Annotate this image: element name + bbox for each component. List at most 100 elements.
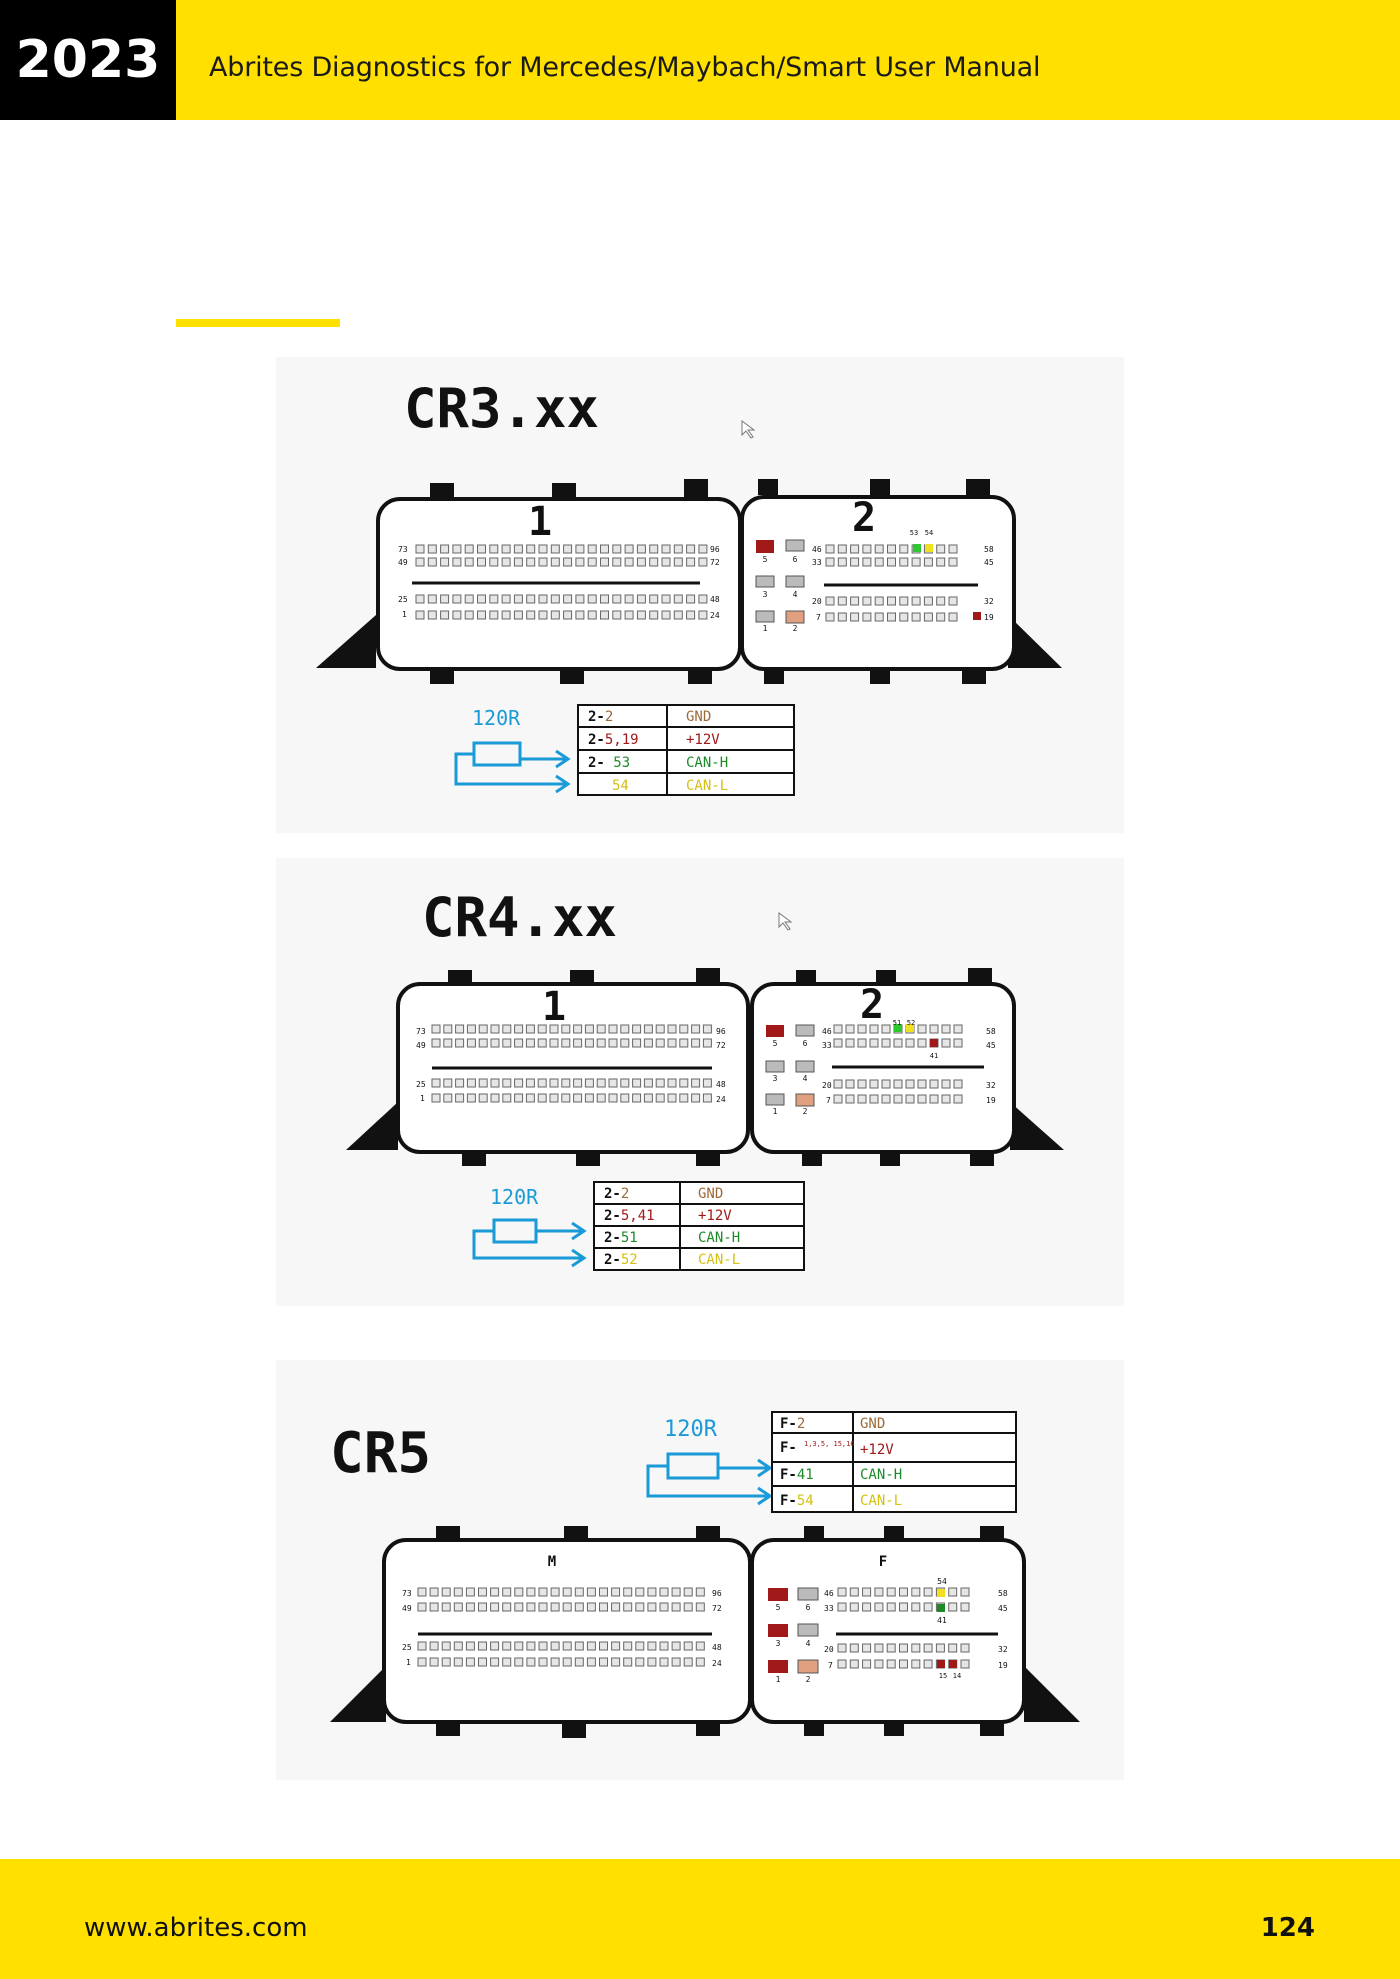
connector-pin: [623, 1657, 633, 1667]
connector-pin: [845, 1038, 855, 1048]
connector-pin: [477, 544, 486, 554]
connector-pin: [574, 1657, 584, 1667]
connector-pin: [887, 557, 896, 567]
connector-pin: [899, 612, 909, 622]
diagram-title: CR3.xx: [404, 377, 599, 440]
connector-pin: [452, 544, 462, 554]
diagram-panel-cr4: CR4.xx 1 2 73 96: [276, 858, 1124, 1306]
table-cell-prefix: F-: [780, 1467, 797, 1483]
connector-pin: [440, 544, 450, 554]
pin-label: 25: [398, 595, 408, 604]
connector-pin: [632, 1078, 642, 1088]
connector-pin: [632, 1038, 642, 1048]
connector-pin: [679, 1078, 689, 1088]
connector-pin: [538, 544, 548, 554]
connector-pin: [538, 1657, 548, 1667]
power-pin-1: [768, 1660, 788, 1673]
connector-pin: [612, 544, 622, 554]
connector-pin: [465, 1587, 475, 1597]
ground-pin-2: [785, 610, 805, 624]
connector-pin: [893, 1079, 903, 1089]
connector-pin: [833, 1024, 843, 1034]
connector-pin: [573, 1038, 583, 1048]
table-cell-prefix: 2-: [604, 1186, 621, 1202]
connector-pin: [465, 1641, 475, 1651]
table-cell-signal: CAN-H: [860, 1467, 902, 1483]
connector-pin: [620, 1038, 630, 1048]
connector-pin: [960, 1643, 970, 1653]
connector-pin: [953, 1094, 963, 1104]
connector-pin: [911, 557, 921, 567]
cr3-diagram: CR3.xx 1 2 73 96: [316, 377, 1062, 796]
pin-label: 4: [803, 1074, 808, 1083]
connector-pin: [596, 1038, 606, 1048]
page-footer: [0, 1859, 1400, 1979]
connector-pin: [599, 1602, 608, 1612]
connector-pin: [452, 594, 462, 604]
connector-pin: [647, 1602, 657, 1612]
connector-pin: [600, 544, 609, 554]
connector-pin: [671, 1602, 681, 1612]
connector-pin: [611, 1602, 621, 1612]
pin-label: 6: [793, 555, 798, 564]
connector-pin: [635, 1602, 645, 1612]
pin-label: 49: [402, 1604, 412, 1613]
can-h-pin-mark: [937, 1604, 945, 1612]
connector-pin: [825, 596, 835, 606]
connector-pin: [849, 1587, 859, 1597]
pin-label: 6: [803, 1039, 808, 1048]
website-link[interactable]: www.abrites.com: [84, 1913, 308, 1943]
connector-pin: [441, 1587, 451, 1597]
pin-label: 32: [986, 1081, 996, 1090]
table-cell-prefix: 2-: [604, 1252, 621, 1268]
pin-label: 73: [398, 545, 408, 554]
connector-pin: [620, 1024, 630, 1034]
connector-pin: [825, 612, 835, 622]
connector-pin: [440, 610, 450, 620]
connector-pin: [679, 1093, 689, 1103]
pin-4: [797, 1623, 819, 1637]
connector-pin: [941, 1094, 951, 1104]
pin-label: 14: [953, 1672, 961, 1680]
connector-pin: [562, 1587, 572, 1597]
table-cell-prefix: 2-: [604, 1230, 621, 1246]
connector-pin: [862, 1659, 872, 1669]
table-cell-pins: 5,19: [605, 732, 639, 748]
connector-pin: [611, 1587, 621, 1597]
connector-pin: [923, 1602, 933, 1612]
connector-pin: [702, 1093, 712, 1103]
connector-pin: [686, 544, 696, 554]
connector-pin: [953, 1024, 963, 1034]
connector-pin: [874, 596, 884, 606]
cursor-icon: [778, 912, 793, 931]
table-cell-signal: CAN-L: [860, 1493, 902, 1509]
connector-pin: [429, 1602, 439, 1612]
connector-pin: [478, 1078, 488, 1088]
connector-pin: [691, 1093, 701, 1103]
connector-pin: [953, 1038, 963, 1048]
connector-pin: [881, 1079, 891, 1089]
table-cell-prefix: 2-: [604, 1208, 621, 1224]
connector-pin: [526, 594, 536, 604]
pin-label: 58: [998, 1589, 1008, 1598]
connector-pin: [948, 1602, 958, 1612]
connector-pin: [600, 610, 609, 620]
pin-label: 72: [710, 558, 720, 567]
connector-pin: [452, 610, 462, 620]
connector-pin: [661, 544, 671, 554]
svg-text:F-54: F-54: [780, 1493, 814, 1509]
connector-pin: [608, 1038, 618, 1048]
connector-pin: [643, 1024, 653, 1034]
connector-pin: [661, 610, 671, 620]
connector-1-pin-grid: [431, 1024, 712, 1103]
connector-pin: [537, 1078, 547, 1088]
connector-pin: [415, 557, 425, 567]
connector-pin: [561, 1024, 571, 1034]
connector-pin: [837, 1659, 847, 1669]
connector-pin: [455, 1038, 465, 1048]
connector-pin: [673, 594, 683, 604]
connector-pin: [477, 594, 486, 604]
connector-pin: [514, 1078, 524, 1088]
connector-pin: [845, 1094, 855, 1104]
connector-pin: [948, 596, 958, 606]
